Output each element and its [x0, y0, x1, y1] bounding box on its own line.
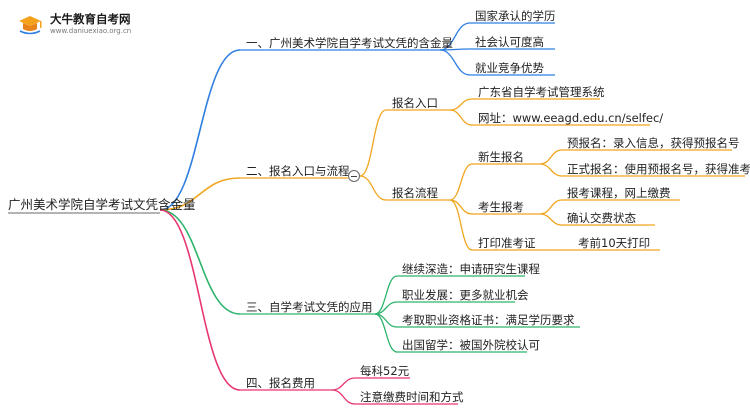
signup-entry-node[interactable]: 报名入口	[392, 96, 438, 110]
connector-branch-2	[159, 177, 241, 211]
logo-title: 大牛教育自考网	[50, 12, 131, 26]
application-career[interactable]: 职业发展：更多就业机会	[402, 288, 529, 302]
signup-entry-url[interactable]: 网址：www.eeagd.edu.cn/selfec/	[478, 111, 664, 125]
fee-payment-notice[interactable]: 注意缴费时间和方式	[360, 390, 464, 404]
branch-1-label[interactable]: 一、广州美术学院自学考试文凭的含金量	[246, 36, 453, 50]
connector-signup-entry-item-1	[449, 98, 473, 111]
exam-apply-node[interactable]: 考生报考	[478, 200, 524, 214]
confirm-payment-step[interactable]: 确认交费状态	[567, 211, 636, 225]
print-ticket-node[interactable]: 打印准考证	[478, 236, 536, 250]
logo-url: www.daniuexiao.org.cn	[50, 27, 132, 35]
signup-entry-system[interactable]: 广东省自学考试管理系统	[478, 85, 605, 99]
connector-application-4	[374, 313, 398, 353]
course-payment-step[interactable]: 报考课程，网上缴费	[567, 186, 671, 200]
connector-branch-3	[159, 209, 241, 315]
connector-signup-entry	[359, 109, 387, 177]
connector-fee-1	[331, 377, 356, 391]
connector-fee-2	[331, 389, 356, 405]
branch-2-label[interactable]: 二、报名入口与流程	[246, 164, 350, 178]
connector-branch-1-child-3	[439, 49, 471, 76]
graduation-book-icon	[19, 16, 42, 35]
fee-per-subject[interactable]: 每科52元	[360, 364, 410, 378]
connector-process-step-1	[449, 163, 473, 201]
branch-1-child-2[interactable]: 社会认可度高	[475, 35, 544, 49]
application-certificate[interactable]: 考取职业资格证书：满足学历要求	[402, 313, 575, 327]
root-node[interactable]: 广州美术学院自学考试文凭含金量	[8, 197, 196, 212]
branch-3-label[interactable]: 三、自学考试文凭的应用	[246, 300, 373, 314]
signup-process-node[interactable]: 报名流程	[392, 186, 438, 200]
branch-1-child-1[interactable]: 国家承认的学历	[475, 9, 556, 23]
connector-signup-process	[359, 175, 387, 201]
connector-signup-entry-item-2	[449, 109, 473, 126]
new-student-signup-node[interactable]: 新生报名	[478, 150, 524, 164]
branch-1-child-3[interactable]: 就业竞争优势	[475, 61, 544, 75]
application-study-abroad[interactable]: 出国留学：被国外院校认可	[402, 338, 540, 352]
connector-formal-signup	[539, 163, 563, 177]
connector-branch-4	[159, 209, 241, 391]
branch-4-label[interactable]: 四、报名费用	[246, 376, 315, 390]
application-further-study[interactable]: 继续深造：申请研究生课程	[402, 262, 540, 276]
print-ticket-timing[interactable]: 考前10天打印	[578, 236, 651, 250]
connector-application-1	[374, 275, 398, 315]
connector-course-payment	[539, 199, 563, 215]
pre-signup-step[interactable]: 预报名：录入信息，获得预报名号	[567, 136, 740, 150]
site-logo[interactable]: 大牛教育自考网 www.daniuexiao.org.cn	[16, 12, 131, 36]
connector-pre-signup	[539, 149, 563, 165]
connector-branch-1-child-1	[439, 22, 471, 51]
connector-confirm-payment	[539, 213, 563, 226]
connector-branch-1	[159, 49, 241, 211]
formal-signup-step[interactable]: 正式报名：使用预报名号，获得准考证号	[567, 162, 750, 176]
connector-process-step-3	[449, 199, 473, 251]
collapse-toggle-button[interactable]	[348, 170, 360, 182]
